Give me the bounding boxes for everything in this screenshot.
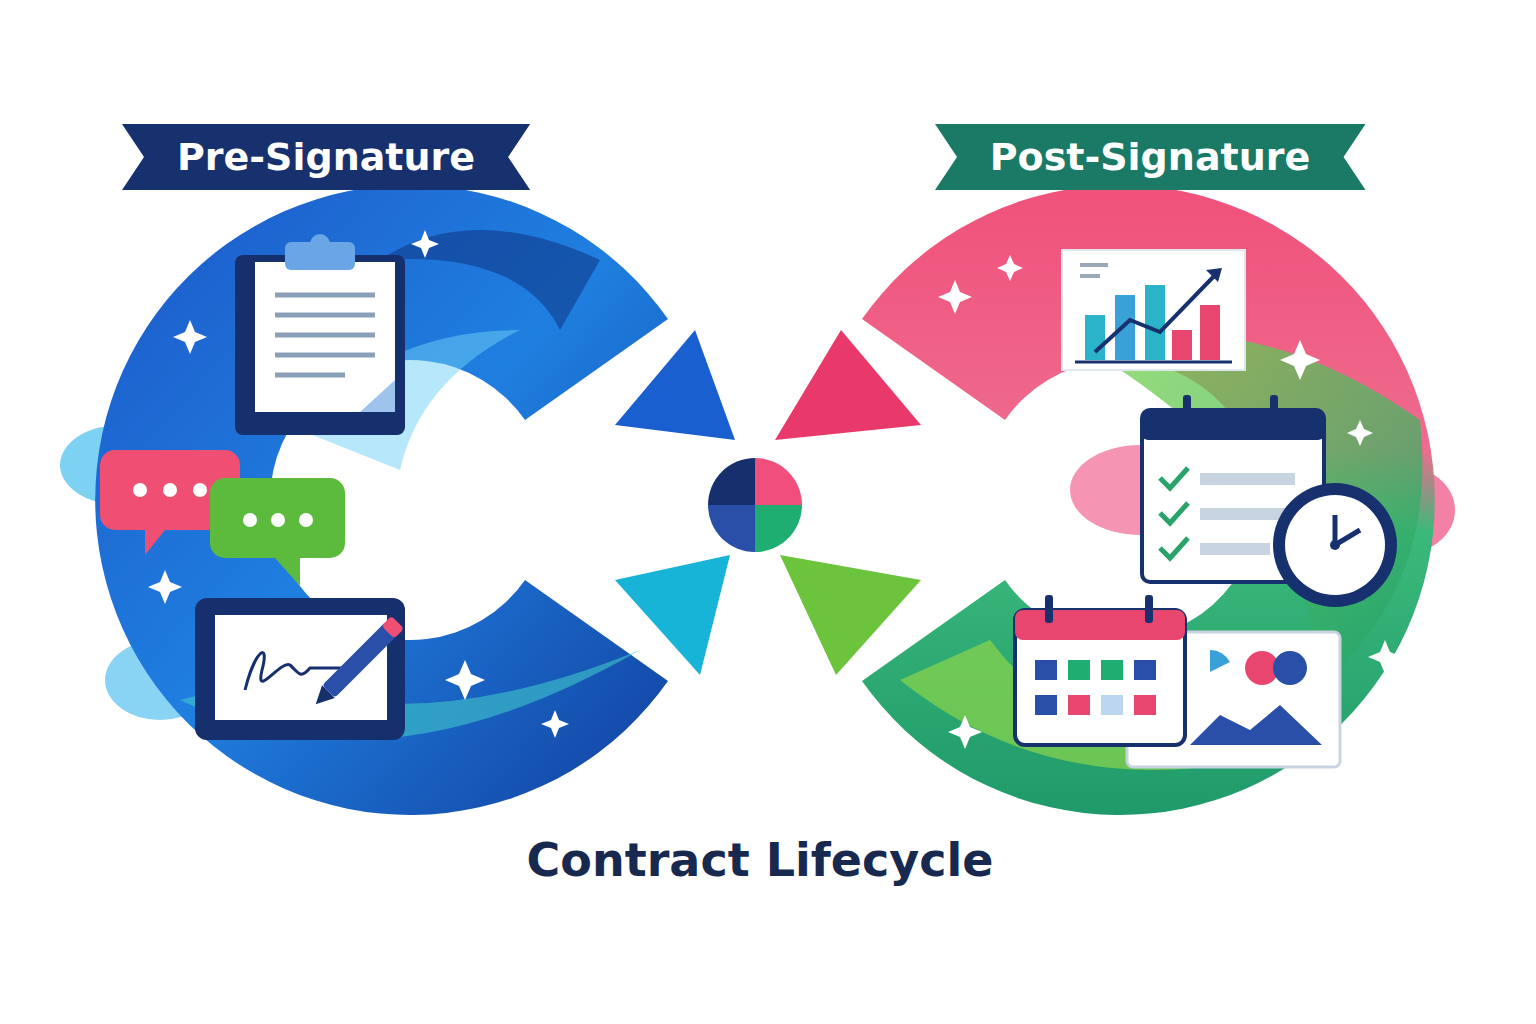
banner-label: Pre-Signature (177, 135, 475, 179)
sparkles (148, 230, 1402, 749)
arrowhead (615, 330, 735, 440)
clipboard-icon (235, 234, 405, 435)
swirl (380, 230, 600, 330)
post-signature-ring (862, 185, 1435, 815)
diagram-title: Contract Lifecycle (527, 833, 994, 887)
arrowhead (780, 555, 921, 675)
arrowhead (775, 330, 921, 440)
center-hub (708, 458, 802, 552)
ribbon-fill (122, 124, 530, 190)
bar-chart-icon (1062, 250, 1245, 370)
ribbon-fill (935, 124, 1366, 190)
ribbon-banner: Pre-Signature (122, 124, 530, 190)
calendar-icon (1015, 595, 1185, 745)
chat-icon (100, 450, 345, 586)
pre-signature-ring (95, 185, 668, 815)
signature-icon (195, 598, 405, 740)
arrowhead (615, 555, 730, 675)
banner-label: Post-Signature (990, 135, 1311, 179)
ribbon-banner: Post-Signature (935, 124, 1366, 190)
clock-icon (1273, 483, 1397, 607)
